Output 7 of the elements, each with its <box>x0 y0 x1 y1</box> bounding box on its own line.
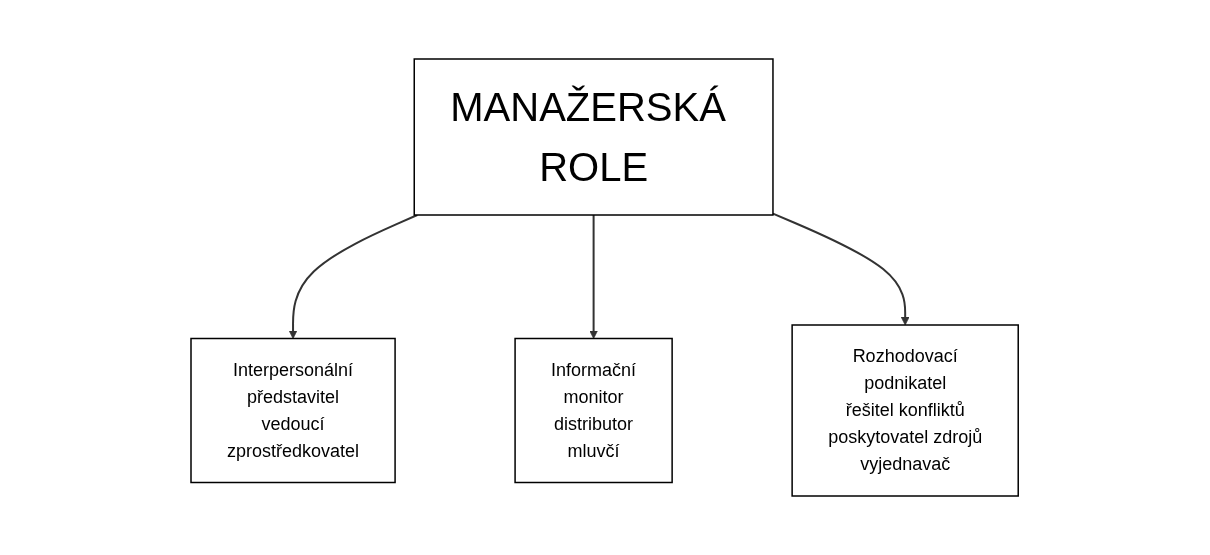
node-box: MANAŽERSKÁ ROLE <box>413 58 775 216</box>
arrow <box>289 214 419 339</box>
node-box: Rozhodovací podnikatel řešitel konfliktů poskytovatel zdrojů vyjednavač <box>791 324 1020 497</box>
arrow <box>772 212 910 326</box>
node-box: Informační monitor distributor mluvčí <box>514 337 674 484</box>
arrow <box>589 214 599 339</box>
node-box: Interpersonální představitel vedoucí zprostředkovatel <box>190 337 397 484</box>
